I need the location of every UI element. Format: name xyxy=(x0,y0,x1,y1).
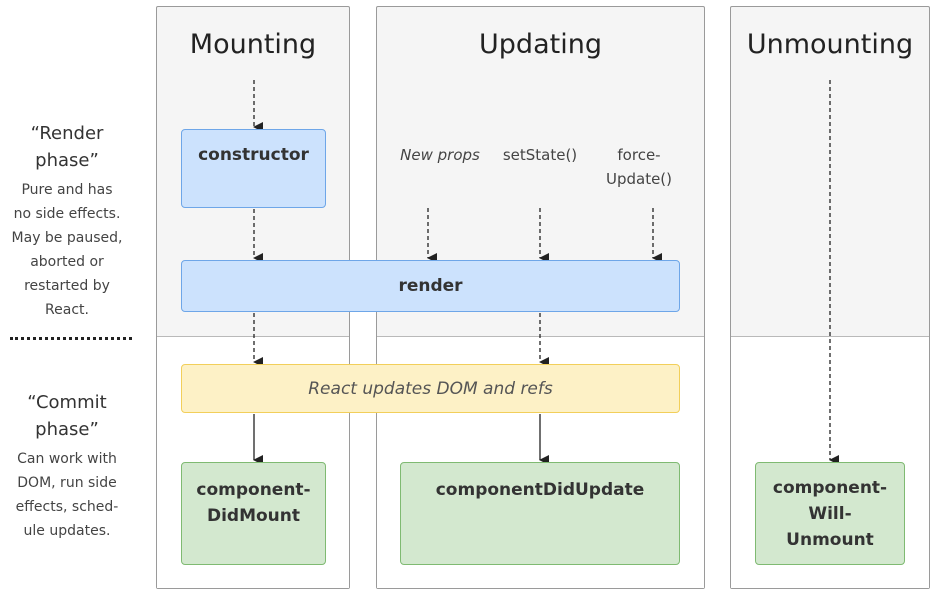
unmounting-title: Unmounting xyxy=(746,29,914,60)
component-will-unmount-box: component- Will- Unmount xyxy=(755,462,905,565)
render-phase-label: “Render phase” Pure and has no side effe… xyxy=(0,120,134,322)
render-label: render xyxy=(398,276,463,296)
render-phase-description: Pure and has no side effects. May be pau… xyxy=(0,178,134,322)
commit-phase-title-line: “Commit xyxy=(27,392,107,413)
force-update-label-line: Update() xyxy=(605,170,673,188)
set-state-trigger: setState() xyxy=(495,143,585,167)
constructor-label: constructor xyxy=(198,145,309,165)
render-phase-title-line: phase” xyxy=(35,150,99,171)
will-unmount-label-line: component- xyxy=(772,477,888,498)
dom-update-label: React updates DOM and refs xyxy=(308,378,553,399)
will-unmount-label-line: Unmount xyxy=(786,529,874,550)
will-unmount-label-line: Will- xyxy=(808,503,852,524)
render-phase-title: “Render phase” xyxy=(0,120,134,174)
commit-phase-desc-line: Can work with xyxy=(17,451,117,467)
set-state-label: setState() xyxy=(502,146,578,164)
component-did-update-label: componentDidUpdate xyxy=(435,480,645,500)
render-phase-desc-line: May be paused, xyxy=(11,230,123,246)
commit-phase-desc-line: ule updates. xyxy=(23,523,111,539)
updating-title: Updating xyxy=(479,29,602,60)
component-did-update-box: componentDidUpdate xyxy=(400,462,680,565)
new-props-label: New props xyxy=(400,146,480,164)
commit-phase-title-line: phase” xyxy=(35,419,99,440)
commit-phase-title: “Commit phase” xyxy=(0,389,134,443)
component-did-mount-box: component- DidMount xyxy=(181,462,326,565)
render-phase-desc-line: React. xyxy=(45,302,89,318)
render-phase-desc-line: Pure and has xyxy=(21,182,113,198)
mounting-title: Mounting xyxy=(189,29,317,60)
commit-phase-description: Can work with DOM, run side effects, sch… xyxy=(0,447,134,543)
constructor-box: constructor xyxy=(181,129,326,208)
render-box: render xyxy=(181,260,680,312)
commit-phase-label: “Commit phase” Can work with DOM, run si… xyxy=(0,389,134,543)
render-phase-desc-line: restarted by xyxy=(24,278,110,294)
component-did-mount-label: component- DidMount xyxy=(196,477,310,529)
render-phase-title-line: “Render xyxy=(30,123,104,144)
component-will-unmount-label: component- Will- Unmount xyxy=(773,475,887,553)
force-update-label-line: force- xyxy=(617,146,661,164)
phase-divider xyxy=(10,337,132,340)
did-mount-label-line: DidMount xyxy=(206,506,301,526)
commit-phase-desc-line: effects, sched- xyxy=(15,499,119,515)
did-mount-label-line: component- xyxy=(196,480,311,500)
render-phase-desc-line: no side effects. xyxy=(13,206,121,222)
dom-update-box: React updates DOM and refs xyxy=(181,364,680,413)
commit-phase-desc-line: DOM, run side xyxy=(17,475,117,491)
force-update-trigger: force- Update() xyxy=(598,143,680,191)
render-phase-desc-line: aborted or xyxy=(30,254,104,270)
new-props-trigger: New props xyxy=(392,143,488,167)
